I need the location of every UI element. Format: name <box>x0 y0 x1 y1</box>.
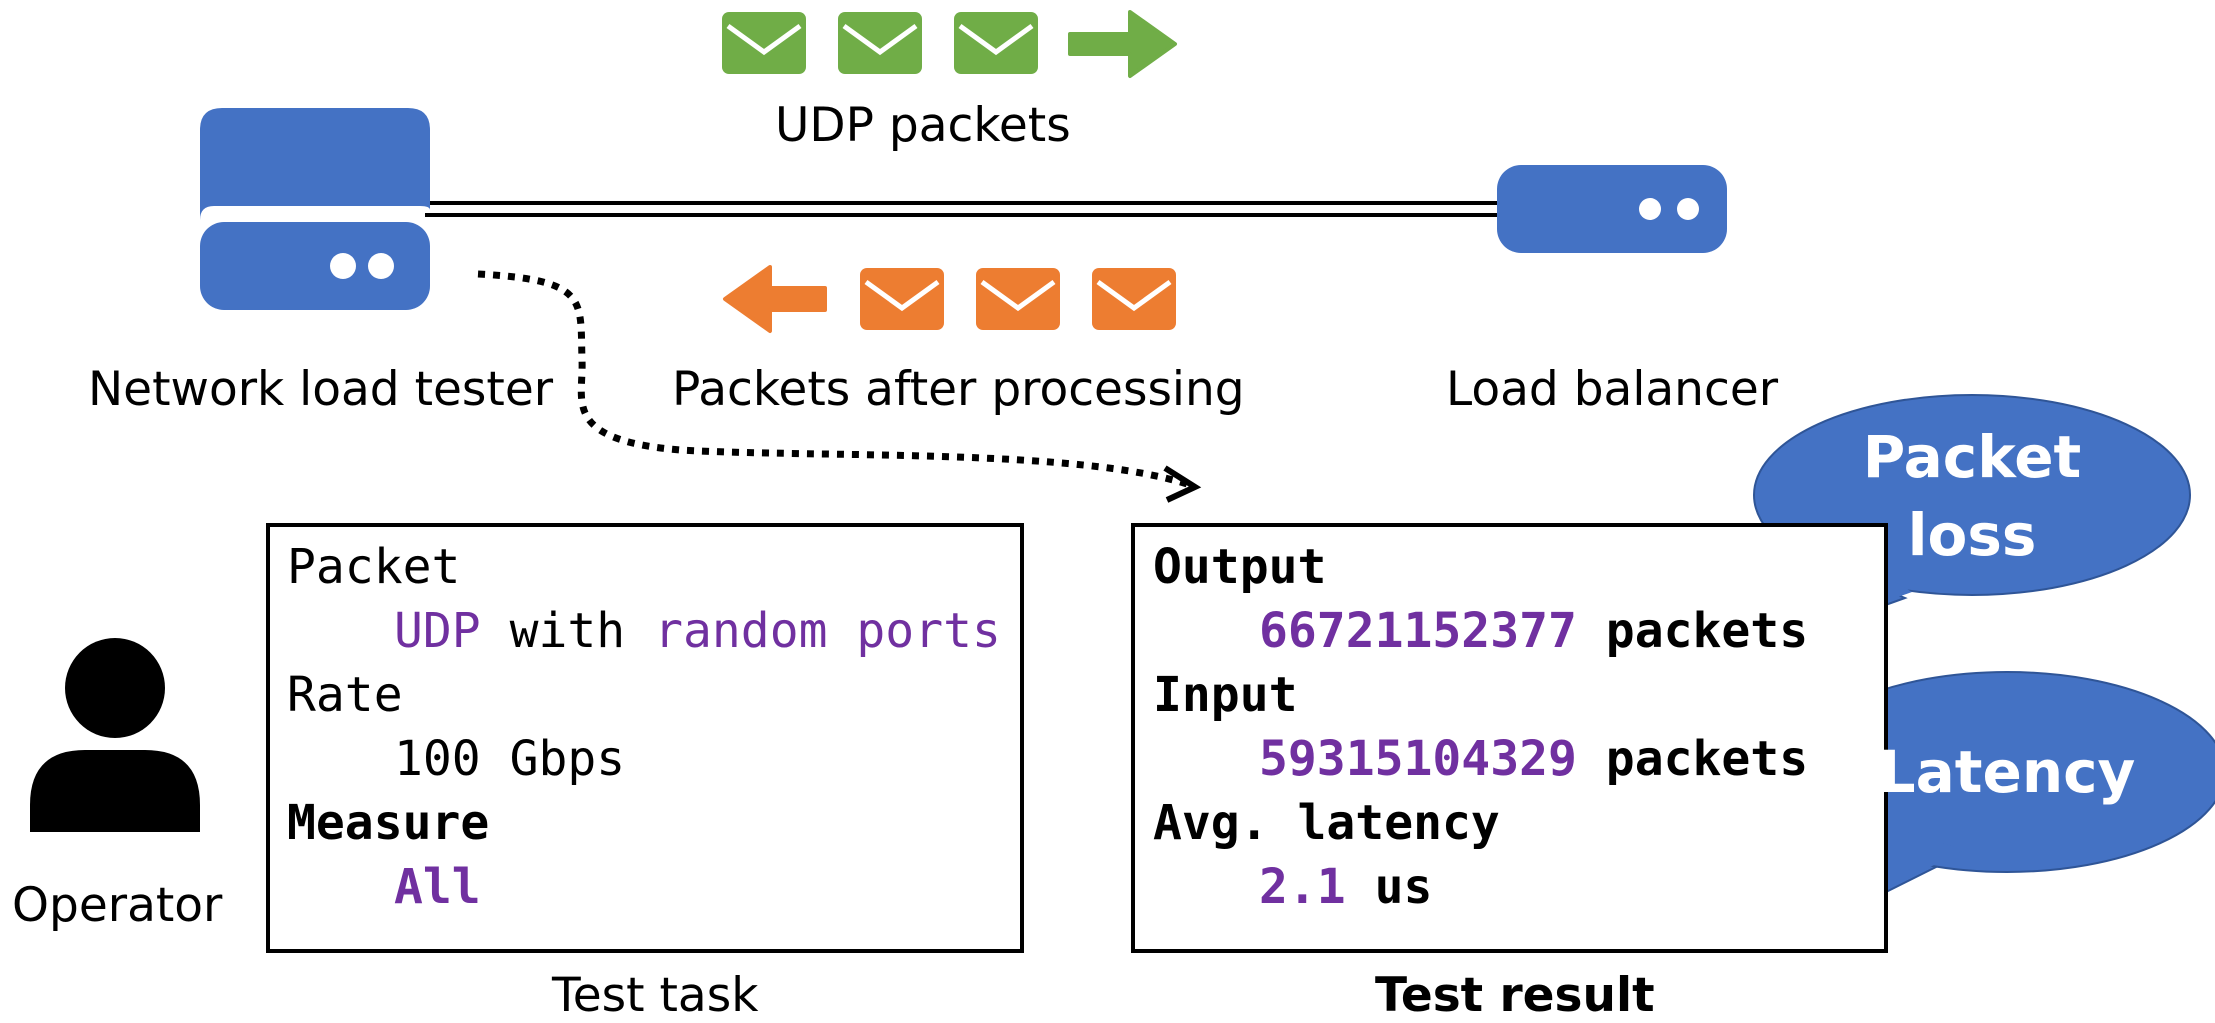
result-output-number: 66721152377 <box>1259 603 1577 659</box>
dotted-arrow-icon <box>477 270 1202 503</box>
test-task-label: Test task <box>552 968 759 1023</box>
connection-line <box>425 201 1505 217</box>
task-rate-key: Rate <box>287 667 403 723</box>
task-packet-proto: UDP <box>394 603 481 659</box>
udp-envelope-icon-1 <box>722 12 806 74</box>
processed-envelope-icon-1 <box>860 268 944 330</box>
task-packet-value: UDP with random ports <box>394 607 1001 655</box>
load-balancer-label: Load balancer <box>1446 362 1779 417</box>
right-arrow-icon <box>1068 10 1177 78</box>
udp-envelope-icon-3 <box>954 12 1038 74</box>
operator-label: Operator <box>12 878 223 933</box>
result-input-value: 59315104329 packets <box>1259 735 1808 783</box>
latency-bubble-text: Latency <box>1878 738 2136 806</box>
task-packet-key: Packet <box>287 539 461 595</box>
result-latency-value: 2.1 us <box>1259 863 1432 911</box>
result-latency-number: 2.1 <box>1259 859 1346 915</box>
task-packet-with: with <box>509 603 626 659</box>
udp-packets-label: UDP packets <box>775 98 1071 153</box>
result-latency-unit: us <box>1374 859 1433 915</box>
result-output-key: Output <box>1153 539 1327 595</box>
packet-loss-line1: Packet <box>1862 423 2082 491</box>
test-task-box <box>266 523 1024 953</box>
load-tester-server-icon <box>200 108 430 310</box>
result-output-unit: packets <box>1605 603 1809 659</box>
processed-envelope-icon-2 <box>976 268 1060 330</box>
task-packet-ports: random ports <box>654 603 1001 659</box>
packet-loss-line2: loss <box>1907 501 2037 569</box>
packets-after-processing-label: Packets after processing <box>672 362 1245 417</box>
result-input-number: 59315104329 <box>1259 731 1577 787</box>
task-measure-value: All <box>394 859 481 915</box>
task-measure-key: Measure <box>287 795 490 851</box>
result-latency-key: Avg. latency <box>1153 795 1500 851</box>
processed-envelope-icon-3 <box>1092 268 1176 330</box>
load-balancer-server-icon <box>1497 165 1727 253</box>
load-tester-label: Network load tester <box>88 362 554 417</box>
result-output-value: 66721152377 packets <box>1259 607 1808 655</box>
test-result-box <box>1131 523 1888 953</box>
task-rate-value: 100 Gbps <box>394 731 626 787</box>
test-result-label: Test result <box>1375 968 1655 1023</box>
udp-envelope-icon-2 <box>838 12 922 74</box>
result-input-unit: packets <box>1605 731 1809 787</box>
result-input-key: Input <box>1153 667 1298 723</box>
packet-loss-bubble-text: Packet loss <box>1790 418 2154 574</box>
left-arrow-icon <box>723 265 827 333</box>
operator-person-icon <box>30 638 200 832</box>
